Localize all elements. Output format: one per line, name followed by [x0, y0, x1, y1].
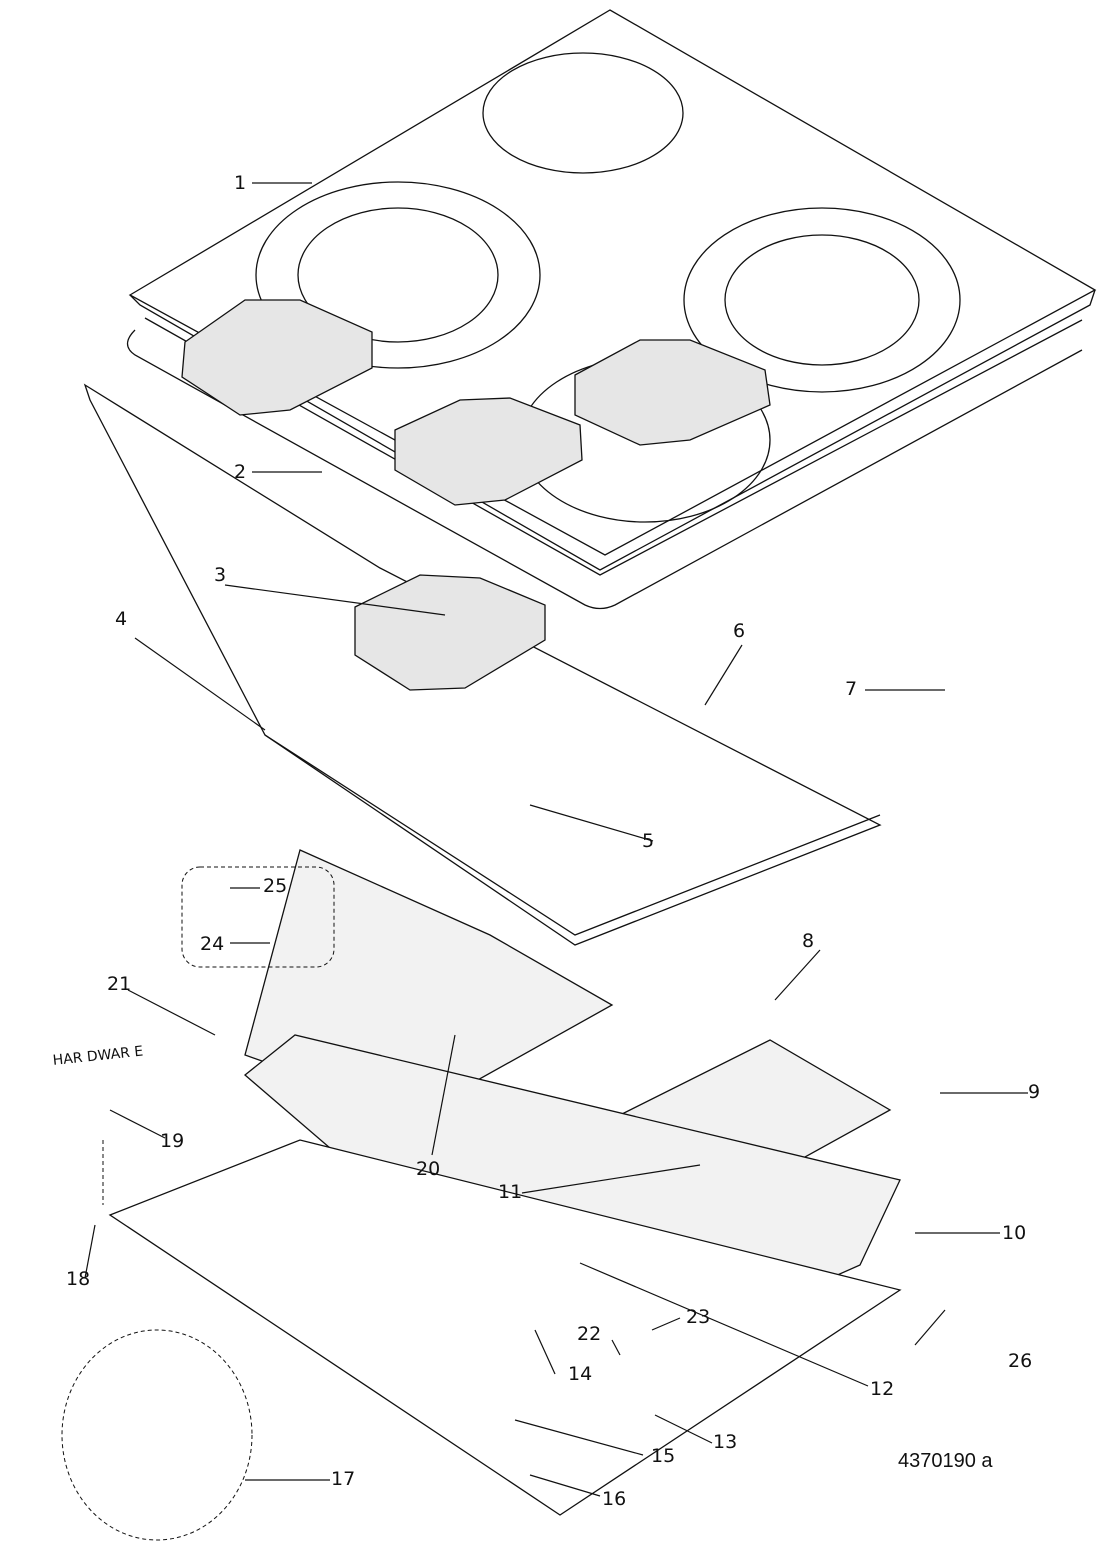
callout-11: 11 — [498, 1181, 523, 1203]
document-id: 4370190 a — [898, 1450, 993, 1472]
callout-18: 18 — [66, 1268, 91, 1290]
callout-10: 10 — [1002, 1222, 1027, 1244]
callout-7: 7 — [845, 678, 858, 700]
bottom-casing — [108, 1139, 902, 1516]
callout-19: 19 — [160, 1130, 185, 1152]
callout-20: 20 — [416, 1158, 441, 1180]
callout-1: 1 — [234, 172, 247, 194]
induction-coils — [181, 299, 771, 691]
callout-12: 12 — [870, 1378, 895, 1400]
callout-3: 3 — [214, 564, 227, 586]
callout-2: 2 — [234, 461, 247, 483]
callout-23: 23 — [686, 1306, 711, 1328]
callout-21: 21 — [107, 973, 132, 995]
callout-26: 26 — [1008, 1350, 1033, 1372]
callout-16: 16 — [602, 1488, 627, 1510]
callout-22: 22 — [577, 1323, 602, 1345]
detail-enclosures — [61, 866, 335, 1541]
glass-ceramic-top — [128, 9, 1097, 571]
callout-4: 4 — [115, 608, 128, 630]
callout-9: 9 — [1028, 1081, 1041, 1103]
callout-15: 15 — [651, 1445, 676, 1467]
callout-17: 17 — [331, 1468, 356, 1490]
leader-lines — [84, 182, 1028, 1497]
callout-5: 5 — [642, 830, 655, 852]
callout-25: 25 — [263, 875, 288, 897]
callout-8: 8 — [802, 930, 815, 952]
callout-24: 24 — [200, 933, 225, 955]
callout-6: 6 — [733, 620, 746, 642]
callout-13: 13 — [713, 1431, 738, 1453]
callout-14: 14 — [568, 1363, 593, 1385]
